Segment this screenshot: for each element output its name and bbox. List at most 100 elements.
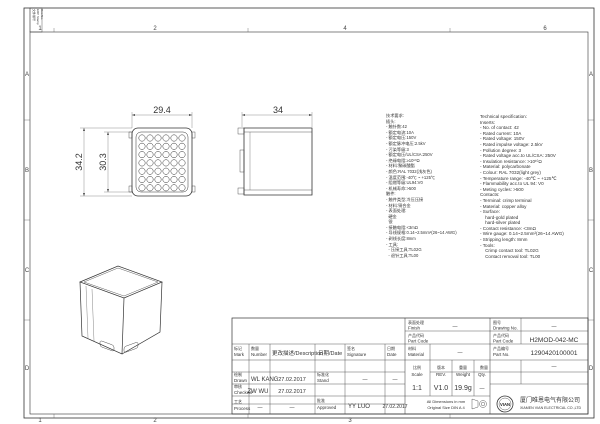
spec-en-line: - Surface: xyxy=(480,209,500,215)
company-name-cn: 厦门唯恩电气有限公司 xyxy=(520,396,580,404)
revision-block: 文件编号 ERP Stamp Doc.No. xyxy=(29,7,44,33)
approved-date: 27.02.2017 xyxy=(382,404,407,410)
checked-label-cn: 审核 xyxy=(234,383,242,389)
process-label-cn: 工艺 xyxy=(234,399,242,404)
contact-grid xyxy=(138,134,186,192)
spec-en-line: - Material: copper alloy xyxy=(480,203,527,209)
dim-side-width: 34 xyxy=(273,105,283,115)
contact-hole xyxy=(146,151,154,159)
zone-label-left-a: A xyxy=(25,72,29,78)
spec-cn-line: - 导线规格:0.14~2.5mm²(26~14 AWG) xyxy=(386,230,457,236)
zone-label-left-d: D xyxy=(25,366,30,372)
standard-label-cn: 标准化 xyxy=(317,371,329,377)
contact-hole xyxy=(162,151,170,159)
tech-spec-chinese: 技术要求:插头:- 触针数:42- 额定电流:10A- 额定电压:150V- 额… xyxy=(386,113,457,258)
contact-hole xyxy=(178,159,186,167)
spec-cn-line: - 额定脉冲电压:2.5kV xyxy=(386,140,426,146)
company-logo: VIAN xyxy=(496,395,514,413)
spec-cn-line: 银 xyxy=(386,219,393,225)
partno-value: 1290420100001 xyxy=(531,350,578,357)
spec-cn-line: - 阻燃等级:UL94:V0 xyxy=(386,180,423,186)
revision-block-label-2: ERP Stamp xyxy=(36,9,40,25)
qty-label-en: Qty. xyxy=(478,372,486,377)
spec-en-line: - Pollution degree: 3 xyxy=(480,147,522,153)
contact-hole xyxy=(146,159,154,167)
zone-label-right-c: C xyxy=(589,268,594,274)
contact-hole xyxy=(178,176,186,183)
spec-cn-line: - 机械寿命:>500 xyxy=(386,185,416,191)
spec-en-line: - Wire gauge: 0.14~2.5mm²(26~14 AWG) xyxy=(480,231,564,237)
contact-hole xyxy=(178,167,186,175)
date2-label-en: Date xyxy=(387,352,397,357)
contact-hole xyxy=(154,176,162,183)
qty-value: — xyxy=(480,386,485,392)
spec-cn-line: 硬金 xyxy=(386,213,397,219)
spec-en-line: - Contact resistance: <3mΩ xyxy=(480,225,536,231)
spec-cn-line: - 额定电压/UL/CSA:250V xyxy=(386,152,433,158)
partname-value: — xyxy=(552,364,557,370)
side-view: 34 xyxy=(237,105,313,196)
spec-cn-line: - 工具: xyxy=(386,241,399,247)
approved-label-cn: 批准 xyxy=(317,397,325,403)
contact-hole xyxy=(170,184,178,192)
spec-cn-line: - 颜色:RAL 7032(浅灰色) xyxy=(386,168,432,174)
spec-en-line: - Meting cycles: >500 xyxy=(480,186,524,192)
standard-label-en: Stand xyxy=(317,378,329,383)
checked-label-en: Checked xyxy=(234,390,252,395)
contact-hole xyxy=(178,134,186,142)
spec-en-line: Crimp contact tool: TL02G xyxy=(480,248,539,254)
spec-cn-line: 触件: xyxy=(386,191,396,197)
spec-cn-line: - 额定电流:10A xyxy=(386,129,414,135)
signature-label-en: Signature xyxy=(347,352,367,357)
drawing-label-cn: 图号 xyxy=(493,319,501,325)
spec-en-line: - Tools: xyxy=(480,242,495,248)
contact-hole xyxy=(154,142,162,150)
contact-hole xyxy=(162,184,170,192)
logo-text: VIAN xyxy=(500,402,510,407)
spec-cn-line: - 额定电压:150V xyxy=(386,135,417,141)
contact-hole xyxy=(138,159,146,167)
spec-cn-line: - 污染等级:3 xyxy=(386,146,409,152)
spec-cn-line: - 压接工具:TL02G xyxy=(386,247,422,253)
company-name-en: XIAMEN VIAN ELECTRICAL CO.,LTD xyxy=(520,406,582,410)
drawing-value: — xyxy=(552,324,557,330)
checked-date: 27.02.2017 xyxy=(278,389,306,395)
spec-en-line: hard-silver plated xyxy=(480,220,521,226)
weight-label-en: Weight xyxy=(456,372,471,377)
date-label: 日期/Date xyxy=(318,350,342,357)
outer-frame xyxy=(23,7,595,419)
process-label-en: Process xyxy=(234,406,251,411)
front-view: 29.4 34.2 30.3 xyxy=(74,105,196,197)
contact-hole xyxy=(154,151,162,159)
isometric-view xyxy=(79,265,163,355)
rev-label-en: REV. xyxy=(436,372,446,377)
spec-cn-line: - 触针数:42 xyxy=(386,124,407,130)
spec-en-line: Contact removal tool: TL00 xyxy=(480,253,541,259)
spec-en-line: - Colour: RAL 7032(light grey) xyxy=(480,169,541,175)
scale-label-en: Scale xyxy=(411,372,423,377)
contact-hole xyxy=(154,184,162,192)
contact-hole xyxy=(146,142,154,150)
drawn-name: WL KANG xyxy=(251,377,279,383)
dim-front-width: 29.4 xyxy=(153,105,171,115)
title-block-text: 表面处理 Finish — 产品代码 Part Code 图号 Drawing … xyxy=(234,319,582,411)
contact-hole xyxy=(154,167,162,175)
spec-en-line: - No. of contact: 42 xyxy=(480,125,519,131)
contact-hole xyxy=(146,167,154,175)
finish-label-en: Finish xyxy=(408,326,421,331)
contact-hole xyxy=(162,167,170,175)
zone-label-right-b: B xyxy=(589,168,593,174)
signature-label-cn: 签名 xyxy=(347,345,355,351)
mark-label-cn: 标记 xyxy=(234,345,242,351)
spec-en-line: - Stripping length: 8mm xyxy=(480,237,528,243)
zone-label-bottom-1: 1 xyxy=(38,418,42,424)
material-label-en: Material xyxy=(408,352,424,357)
spec-en-line: Inserts: xyxy=(480,119,496,125)
spec-cn-line: - 剥线长度:8mm xyxy=(386,236,416,242)
contact-hole xyxy=(170,176,178,183)
contact-hole xyxy=(162,142,170,150)
paper-size-note: Original Size DIN A 4 xyxy=(427,405,465,410)
spec-en-line: Contacts: xyxy=(480,192,500,198)
scale-value: 1:1 xyxy=(412,385,422,392)
